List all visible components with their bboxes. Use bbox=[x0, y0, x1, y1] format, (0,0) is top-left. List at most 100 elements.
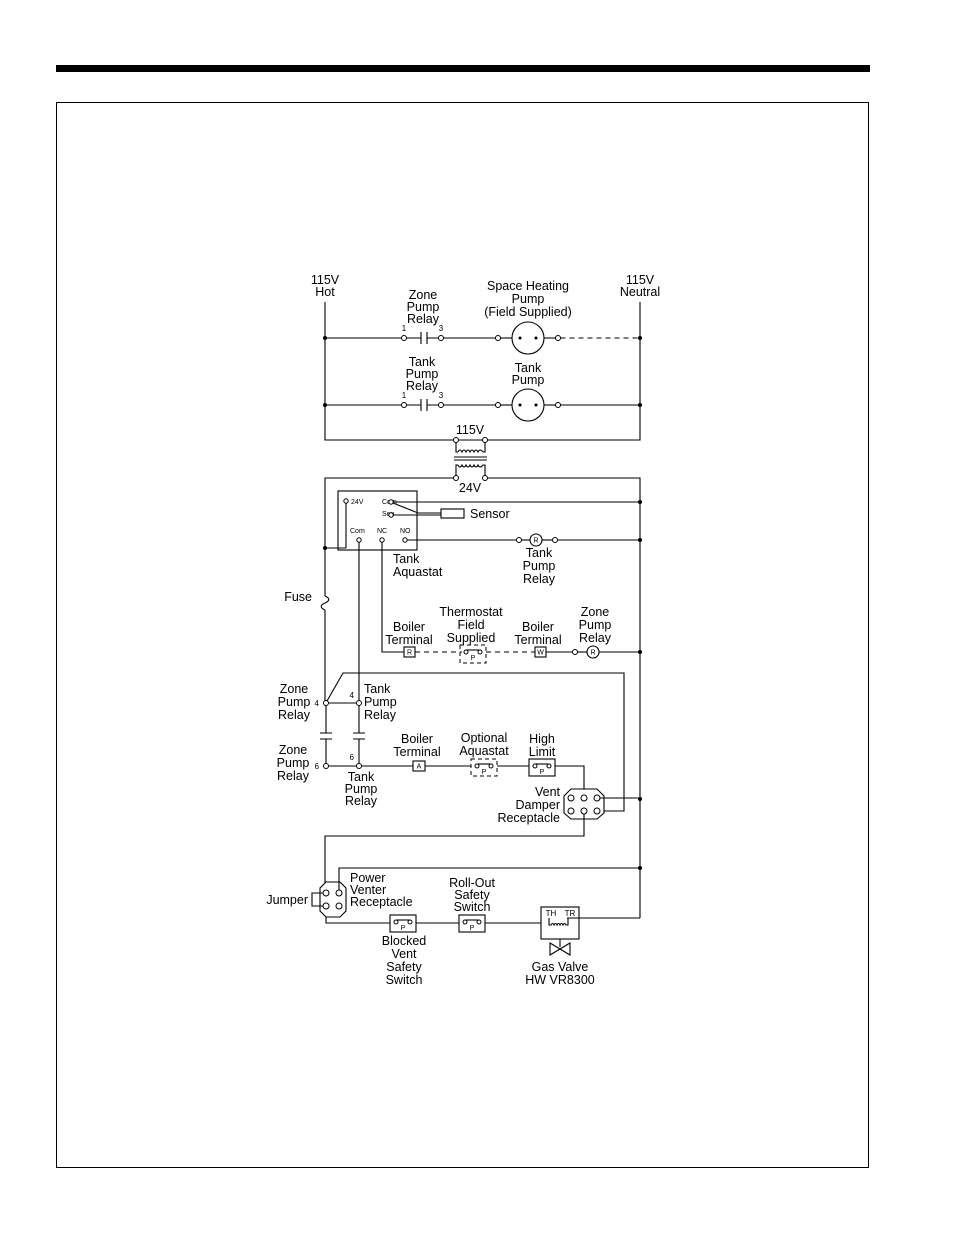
pin-label: 3 bbox=[439, 391, 444, 400]
sensor-symbol bbox=[440, 508, 465, 519]
junction bbox=[323, 403, 327, 407]
boiler-terminal-a-label: Boiler Terminal bbox=[393, 732, 440, 759]
line-voltage-section: 115V Hot 115V Neutral 1 3 Zone Pump Rela… bbox=[311, 273, 660, 441]
label-line: HW VR8300 bbox=[525, 973, 595, 987]
switch-contact bbox=[463, 649, 469, 655]
switch-contact bbox=[393, 919, 399, 925]
zone-pump-relay-4-label: Zone Pump Relay bbox=[278, 682, 311, 722]
24v-hot-wire bbox=[324, 477, 454, 596]
label-line: Power bbox=[350, 871, 385, 885]
page-frame bbox=[56, 102, 869, 1168]
label-line: Pump bbox=[277, 756, 310, 770]
label-line: Switch bbox=[454, 900, 491, 914]
junction bbox=[638, 500, 642, 504]
aquastat-terminal bbox=[379, 537, 385, 543]
label-line: Damper bbox=[516, 798, 560, 812]
aquastat-terminal bbox=[388, 499, 394, 505]
label-line: Tank bbox=[515, 361, 542, 375]
terminal-label: Com bbox=[350, 528, 365, 535]
label-line: Vent bbox=[535, 785, 561, 799]
switch-letter: P bbox=[482, 769, 487, 776]
terminal-letter: R bbox=[407, 650, 412, 657]
tank-relay-pin-1 bbox=[401, 402, 407, 408]
motor-dot bbox=[534, 336, 538, 340]
fuse-label: Fuse bbox=[284, 590, 312, 604]
label-line: Relay bbox=[345, 794, 378, 808]
label-line: Terminal bbox=[393, 745, 440, 759]
zone-pump-relay-6-label: Zone Pump Relay bbox=[277, 743, 310, 783]
label-line: Tank bbox=[348, 770, 375, 784]
label-line: Switch bbox=[386, 973, 423, 987]
label-line: Boiler bbox=[522, 620, 554, 634]
optional-aquastat-label: Optional Aquastat bbox=[459, 731, 509, 758]
coil-terminal bbox=[552, 537, 558, 543]
switch-contact bbox=[462, 919, 468, 925]
label-line: Supplied bbox=[447, 631, 496, 645]
switch-contact bbox=[474, 763, 480, 769]
label-line: (Field Supplied) bbox=[484, 305, 572, 319]
space-heating-pump-label: Space Heating Pump (Field Supplied) bbox=[484, 279, 572, 319]
gas-valve-label: Gas Valve HW VR8300 bbox=[525, 960, 595, 987]
hot-label-1: 115V bbox=[311, 273, 340, 287]
label-line: Relay bbox=[364, 708, 397, 722]
thermostat-label: Thermostat Field Supplied bbox=[439, 605, 503, 645]
gas-valve-box bbox=[540, 906, 580, 940]
motor-dot bbox=[518, 336, 522, 340]
receptacle-pin bbox=[567, 807, 575, 815]
wire bbox=[324, 814, 585, 883]
zone-relay-pin-6 bbox=[323, 763, 329, 769]
aquastat-terminal bbox=[402, 537, 408, 543]
aquastat-terminal bbox=[356, 537, 362, 543]
label-line: Relay bbox=[278, 708, 311, 722]
pin-label: 4 bbox=[350, 691, 355, 700]
label-line: Roll-Out bbox=[449, 876, 495, 890]
pin-3-label: 3 bbox=[439, 324, 444, 333]
thermostat-box bbox=[459, 644, 487, 664]
label-line: Safety bbox=[386, 960, 422, 974]
switch-contact bbox=[546, 763, 552, 769]
label-line: Pump bbox=[512, 292, 545, 306]
jumper-wire bbox=[311, 892, 323, 907]
boiler-terminal-w-label: Boiler Terminal bbox=[514, 620, 561, 647]
zone-relay-pin-4 bbox=[323, 700, 329, 706]
space-heating-pump-motor bbox=[511, 321, 545, 355]
receptacle-pin bbox=[322, 889, 330, 897]
tank-aquastat-label: Aquastat bbox=[393, 565, 443, 579]
pin-label: 6 bbox=[315, 762, 320, 771]
gas-valve-terminal-label: TR bbox=[565, 909, 576, 918]
tank-relay-pin-4 bbox=[356, 700, 362, 706]
label-line: Gas Valve bbox=[532, 960, 589, 974]
tank-pump-relay-6-label: Tank Pump Relay bbox=[345, 770, 378, 808]
junction bbox=[638, 336, 642, 340]
wire bbox=[455, 464, 486, 476]
label-line: Tank bbox=[526, 546, 553, 560]
tank-relay-nc-contact bbox=[353, 705, 365, 763]
aquastat-terminal bbox=[343, 498, 349, 504]
label-line: Tank bbox=[364, 682, 391, 696]
transformer-primary-label: 115V bbox=[456, 423, 485, 437]
switch-letter: P bbox=[401, 925, 406, 932]
zone-pump-relay-label-top: Zone Pump Relay bbox=[407, 288, 440, 326]
pin-label: 6 bbox=[350, 753, 355, 762]
label-line: Pump bbox=[579, 618, 612, 632]
terminal-label: NO bbox=[400, 528, 411, 535]
optional-aquastat-box bbox=[470, 758, 498, 777]
label-line: Tank bbox=[409, 355, 436, 369]
transformer-terminal bbox=[482, 437, 488, 443]
transformer-core bbox=[454, 456, 487, 461]
coil-letter: R bbox=[533, 538, 538, 545]
coil-terminal bbox=[572, 649, 578, 655]
transformer-secondary-label: 24V bbox=[459, 481, 482, 495]
coil-letter: R bbox=[590, 650, 595, 657]
power-venter-label: Power Venter Receptacle bbox=[350, 871, 413, 909]
label-line: Terminal bbox=[385, 633, 432, 647]
power-venter-receptacle bbox=[319, 881, 347, 918]
label-line: Blocked bbox=[382, 934, 427, 948]
junction bbox=[638, 866, 642, 870]
switch-contact bbox=[477, 649, 483, 655]
switch-contact bbox=[407, 919, 413, 925]
zone-pump-relay-coil-label: Zone Pump Relay bbox=[579, 605, 612, 645]
switch-contact bbox=[476, 919, 482, 925]
label-line: Relay bbox=[406, 379, 439, 393]
